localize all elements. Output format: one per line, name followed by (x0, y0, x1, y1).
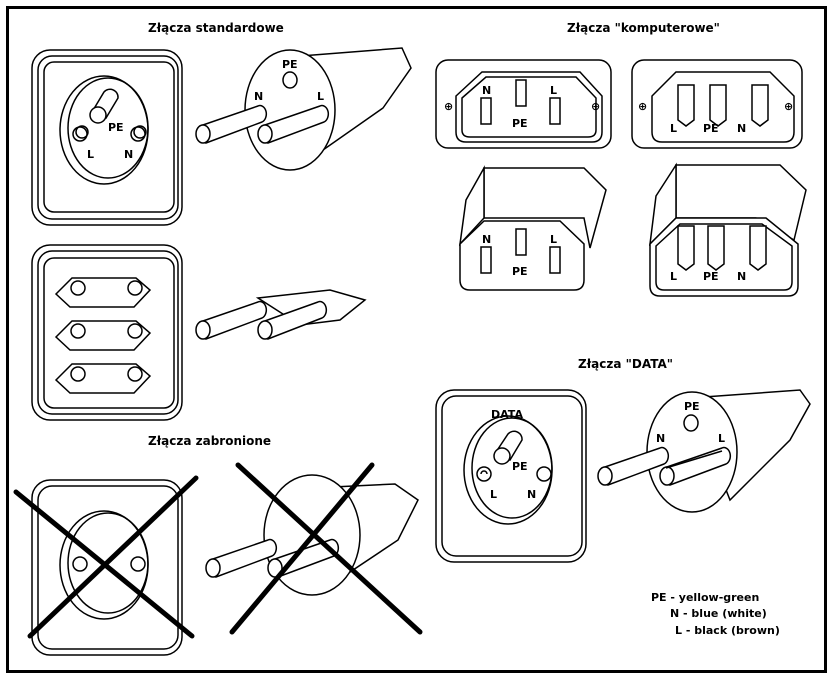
euro-plug (195, 289, 367, 340)
forbidden-plug (205, 462, 423, 635)
data-socket-label-l: L (490, 488, 497, 501)
wire-color-legend: PE - yellow-green N - blue (white) L - b… (651, 591, 780, 637)
iec-inlet-c14: ⊕ ⊕ N PE L (435, 59, 612, 149)
plug-label-pe: PE (282, 58, 298, 71)
pin-pe-icon (709, 84, 727, 127)
data-socket: DATA PE L N (435, 389, 587, 563)
iec-label-n: N (482, 84, 491, 97)
c13-label-l: L (550, 233, 557, 246)
euro-pin-1-icon (195, 300, 268, 340)
euro-socket (31, 244, 183, 421)
title-forbidden: Złącza zabronione (148, 434, 271, 448)
legend-n: N - blue (white) (670, 607, 767, 620)
pin-label-l: L (87, 148, 94, 161)
c13-label-n: N (482, 233, 491, 246)
pe-contact-icon (282, 71, 298, 89)
data-plug-label-n: N (656, 432, 665, 445)
pin-l-icon (677, 84, 695, 127)
cross-out-icon (27, 475, 199, 639)
data-socket-label-pe: PE (512, 460, 528, 473)
n-hole-icon (130, 125, 147, 142)
pin-n-icon (751, 84, 769, 127)
c14-label-pe: PE (703, 270, 719, 283)
iec2-label-n: N (737, 122, 746, 135)
screw-icon: ⊕ (784, 100, 793, 113)
diagram-frame (6, 6, 827, 673)
standard-plug: PE N L (195, 47, 412, 171)
forbidden-socket (13, 475, 199, 656)
pin-label-pe: PE (108, 121, 124, 134)
data-plug-label-l: L (718, 432, 725, 445)
iec2-label-l: L (670, 122, 677, 135)
iec-plug-c13: N PE L (458, 165, 607, 291)
legend-pe: PE - yellow-green (651, 591, 759, 604)
pin-label-n: N (124, 148, 133, 161)
legend-l: L - black (brown) (675, 624, 780, 637)
cross-out-icon (235, 462, 423, 635)
c13-label-pe: PE (512, 265, 528, 278)
cross-out-icon (229, 462, 375, 635)
iec2-label-pe: PE (703, 122, 719, 135)
slot-l-icon (549, 97, 561, 125)
title-computer: Złącza "komputerowe" (567, 21, 720, 35)
pe-pin-icon (89, 88, 119, 124)
title-standard: Złącza standardowe (148, 21, 284, 35)
standard-socket: PE L N (31, 49, 183, 226)
iec-label-l: L (550, 84, 557, 97)
plug-label-n: N (254, 90, 263, 103)
l-hole-icon (72, 125, 89, 142)
iec-label-pe: PE (512, 117, 528, 130)
slot-pe-icon (515, 79, 527, 107)
slot-n-icon (480, 97, 492, 125)
c14-label-n: N (737, 270, 746, 283)
title-data: Złącza "DATA" (578, 357, 673, 371)
data-plug-label-pe: PE (684, 400, 700, 413)
l-pin-icon (257, 104, 330, 144)
screw-icon: ⊕ (444, 100, 453, 113)
plug-label-l: L (317, 90, 324, 103)
euro-pin-2-icon (257, 300, 328, 340)
euro-outlet-2-icon (54, 320, 152, 351)
n-pin-icon (195, 104, 268, 144)
c14-label-l: L (670, 270, 677, 283)
screw-icon: ⊕ (591, 100, 600, 113)
screw-icon: ⊕ (638, 100, 647, 113)
iec-inlet-pins: ⊕ ⊕ L PE N (631, 59, 803, 149)
iec-plug-c14: L PE N (648, 162, 807, 297)
euro-outlet-1-icon (54, 277, 152, 308)
euro-outlet-3-icon (54, 363, 152, 394)
data-plug: PE N L (597, 389, 811, 513)
data-socket-label-n: N (527, 488, 536, 501)
